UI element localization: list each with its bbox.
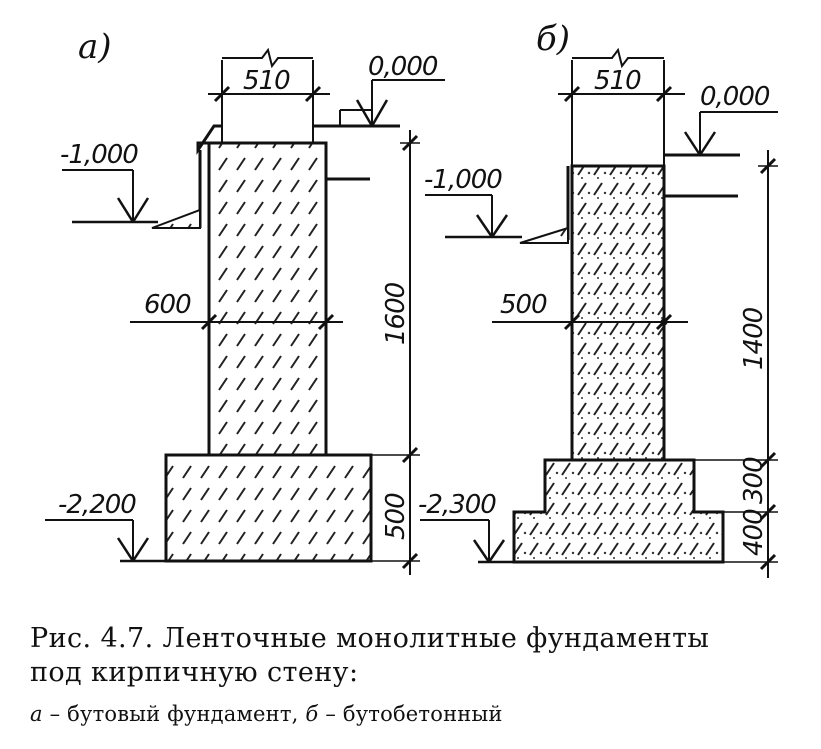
legend-a-key: а xyxy=(30,702,43,726)
variant-b-section xyxy=(420,47,778,578)
variant-b-lower-step-height: 400 xyxy=(739,509,769,556)
variant-b-footing xyxy=(512,458,725,564)
variant-a-section xyxy=(45,47,445,575)
variant-b-wall xyxy=(570,164,666,462)
variant-a-level-ground: -1,000 xyxy=(60,140,138,170)
variant-b-wall-height: 1400 xyxy=(739,307,769,370)
variant-a-label: а) xyxy=(78,27,112,67)
variant-b-section-width: 500 xyxy=(500,290,547,320)
foundation-drawing: а) 510 0,000 -1,000 600 -2,200 1600 500 xyxy=(45,19,778,578)
variant-a-wall-width: 510 xyxy=(243,66,290,96)
variant-b-label: б) xyxy=(536,19,570,59)
variant-a-level-bottom: -2,200 xyxy=(58,490,136,520)
variant-a-footing xyxy=(164,453,373,563)
legend-b-key: б xyxy=(305,702,319,726)
variant-b-level-top: 0,000 xyxy=(700,82,770,112)
variant-a-section-width: 600 xyxy=(144,290,191,320)
legend-a-text: – бутовый фундамент, xyxy=(42,702,306,726)
figure-caption-title: Рис. 4.7. Ленточные монолитные фундамент… xyxy=(30,623,710,654)
legend-b-text: – бутобетонный xyxy=(318,702,503,726)
variant-a-level-top: 0,000 xyxy=(368,52,438,82)
variant-b-level-ground: -1,000 xyxy=(424,165,502,195)
figure-caption-title-line2: под кирпичную стену: xyxy=(30,657,359,688)
variant-b-upper-step-height: 300 xyxy=(739,457,769,504)
variant-b-wall-width: 510 xyxy=(594,66,641,96)
figure-caption-legend: а – бутовый фундамент, б – бутобетонный xyxy=(30,700,810,728)
variant-a-wall xyxy=(207,141,328,457)
variant-a-wall-height: 1600 xyxy=(381,282,411,345)
variant-a-footing-height: 500 xyxy=(381,493,411,540)
variant-b-level-bottom: -2,300 xyxy=(418,490,496,520)
